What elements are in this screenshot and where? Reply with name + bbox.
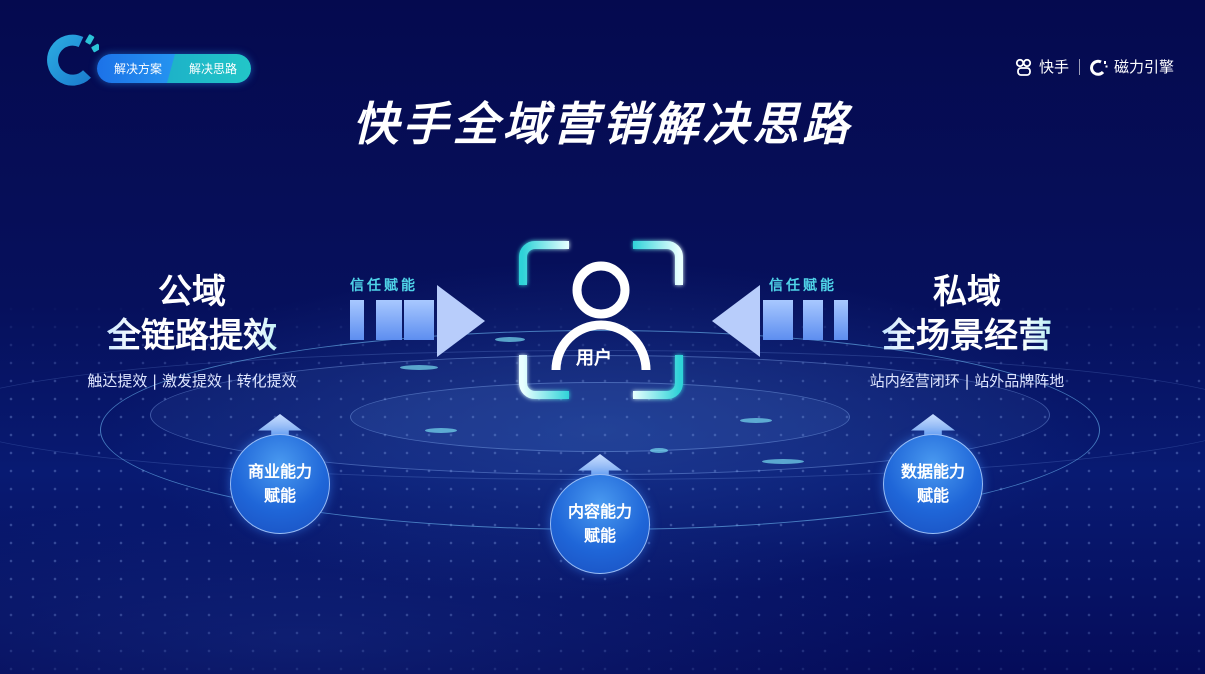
arrow-bar bbox=[404, 300, 434, 340]
bubble-line1: 商业能力 bbox=[247, 462, 312, 481]
private-domain-section: 私域 全场景经营 站内经营闭环 | 站外品牌阵地 bbox=[862, 270, 1072, 391]
arrow-bar bbox=[763, 300, 793, 340]
arrow-bar bbox=[350, 300, 364, 340]
glow-pad bbox=[740, 418, 772, 423]
right-pointing-arrow-icon bbox=[437, 285, 485, 357]
private-domain-tags: 站内经营闭环 | 站外品牌阵地 bbox=[869, 372, 1065, 390]
private-domain-subheading: 全场景经营 bbox=[862, 314, 1072, 358]
left-trust-label: 信任赋能 bbox=[350, 278, 418, 294]
public-domain-tags: 触达提效 | 激发提效 | 转化提效 bbox=[87, 372, 297, 390]
glow-pad bbox=[425, 428, 457, 433]
glow-pad bbox=[762, 459, 804, 464]
bubble-line2: 赋能 bbox=[583, 526, 616, 545]
kuaishou-brand-text: 快手 bbox=[1039, 58, 1070, 76]
bubble-line2: 赋能 bbox=[916, 486, 949, 505]
bubble-line1: 数据能力 bbox=[900, 462, 965, 481]
user-label: 用户 bbox=[576, 348, 612, 369]
magnet-engine-brand-text: 磁力引擎 bbox=[1114, 58, 1175, 76]
breadcrumb-item-solutions[interactable]: 解决方案 bbox=[97, 54, 175, 83]
glow-pad bbox=[650, 448, 668, 453]
arrow-bar bbox=[834, 300, 848, 340]
business-capability-bubble: 商业能力 赋能 bbox=[230, 414, 330, 534]
breadcrumb: 解决方案 解决思路 bbox=[97, 54, 251, 83]
public-domain-subheading: 全链路提效 bbox=[82, 314, 302, 358]
page-title: 快手全域营销解决思路 bbox=[0, 88, 1205, 154]
arrow-bar bbox=[376, 300, 402, 340]
private-domain-heading: 私域 bbox=[933, 272, 1001, 312]
right-trust-label: 信任赋能 bbox=[769, 278, 837, 294]
magnet-logo-icon bbox=[47, 34, 99, 86]
glow-pad bbox=[495, 337, 525, 342]
brand-divider bbox=[1079, 58, 1081, 75]
bubble-line1: 内容能力 bbox=[567, 502, 632, 521]
public-domain-heading: 公域 bbox=[158, 272, 226, 312]
public-domain-section: 公域 全链路提效 触达提效 | 激发提效 | 转化提效 bbox=[82, 270, 302, 391]
user-scan-frame-icon bbox=[519, 241, 683, 399]
brand-logos: 快手 磁力引擎 bbox=[1015, 56, 1174, 77]
magnet-engine-logo-icon bbox=[1090, 59, 1108, 76]
data-capability-bubble: 数据能力 赋能 bbox=[883, 414, 983, 534]
breadcrumb-item-approach[interactable]: 解决思路 bbox=[167, 54, 251, 83]
bubble-line2: 赋能 bbox=[263, 486, 296, 505]
arrow-bar bbox=[803, 300, 823, 340]
left-pointing-arrow-icon bbox=[712, 285, 760, 357]
glow-pad bbox=[400, 365, 438, 370]
content-capability-bubble: 内容能力 赋能 bbox=[550, 454, 650, 574]
orbit-ring bbox=[350, 382, 850, 452]
kuaishou-logo-icon bbox=[1015, 58, 1032, 76]
